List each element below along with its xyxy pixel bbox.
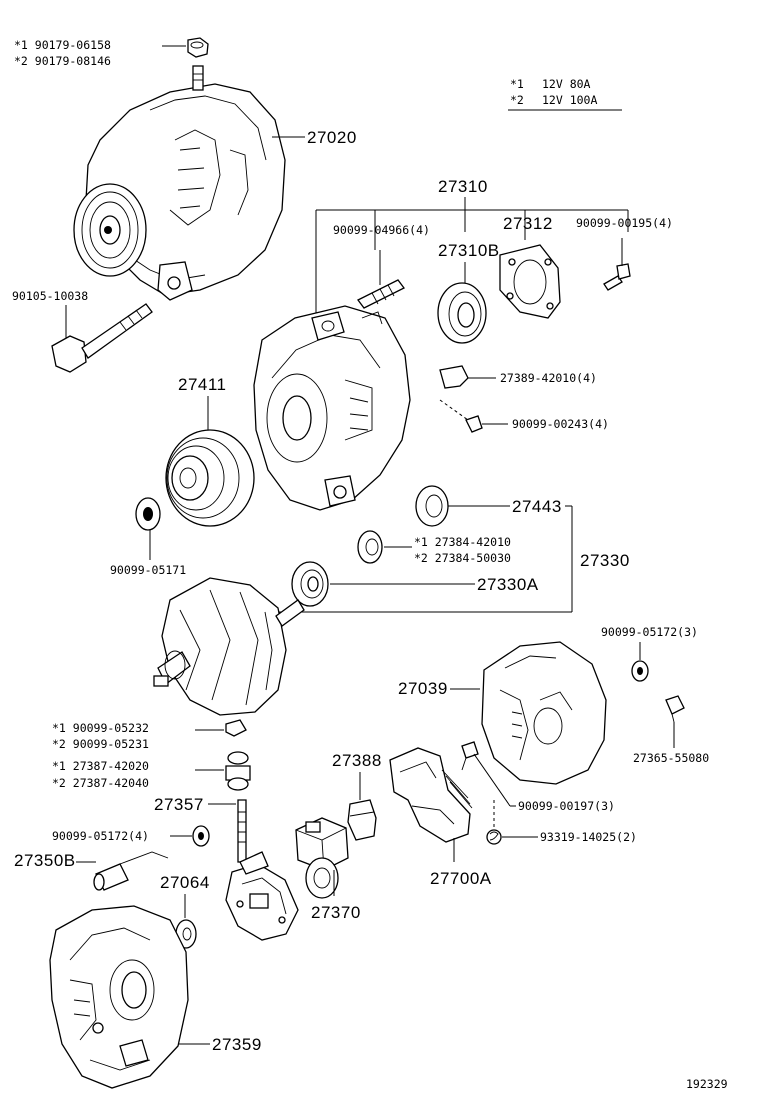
label-90105-10038: 90105-10038	[12, 289, 88, 303]
alternator-assembly-27020[interactable]	[73, 65, 286, 301]
bearing-27310b[interactable]	[437, 282, 487, 344]
label-27443: 27443	[512, 497, 562, 516]
bolt-27357[interactable]	[237, 799, 247, 863]
label-90179-06158: *1 90179-06158	[14, 38, 111, 52]
label-27388: 27388	[332, 751, 382, 770]
label-90099-05172-4: 90099-05172(4)	[52, 829, 149, 843]
label-90099-00197: 90099-00197(3)	[518, 799, 615, 813]
bearing-cover-27443[interactable]	[415, 485, 449, 527]
illustration-code: 192329	[686, 1077, 728, 1091]
legend-item-1-text: 12V 80A	[542, 77, 591, 91]
label-90099-05232: *1 90099-05232	[52, 721, 149, 735]
nut-90099-05232[interactable]	[225, 719, 247, 737]
bearing-27330a[interactable]	[291, 561, 329, 607]
label-27370: 27370	[311, 903, 361, 922]
regulator-27700a[interactable]	[389, 747, 473, 843]
nut-90099-05171[interactable]	[135, 497, 161, 531]
label-27389-42010: 27389-42010(4)	[500, 371, 597, 385]
insulator-27389[interactable]	[439, 365, 469, 389]
rotor-27330[interactable]	[153, 577, 305, 716]
brush-27388[interactable]	[347, 799, 377, 841]
screw-90099-00243[interactable]	[465, 415, 483, 433]
label-90099-00243: 90099-00243(4)	[512, 417, 609, 431]
bearing-retainer-27312[interactable]	[499, 244, 561, 319]
label-90099-00195: 90099-00195(4)	[576, 216, 673, 230]
label-93319-14025: 93319-14025(2)	[540, 830, 637, 844]
label-27384-42010: *1 27384-42010	[414, 535, 511, 549]
nut-90179[interactable]	[187, 37, 209, 58]
washer-93319-14025[interactable]	[486, 829, 502, 845]
pulley-27411[interactable]	[165, 429, 255, 527]
rectifier-holder[interactable]	[225, 851, 299, 941]
label-90099-05172-3: 90099-05172(3)	[601, 625, 698, 639]
rear-end-cover-27039[interactable]	[481, 641, 607, 785]
label-90099-04966: 90099-04966(4)	[333, 223, 430, 237]
label-27020: 27020	[307, 128, 357, 147]
terminal-insulator-27365[interactable]	[665, 695, 685, 723]
label-27330A: 27330A	[477, 575, 539, 594]
label-27700A: 27700A	[430, 869, 492, 888]
terminal-insulator-27387[interactable]	[225, 751, 251, 791]
bolt-90105-10038[interactable]	[51, 303, 153, 373]
label-27365-55080: 27365-55080	[633, 751, 709, 765]
label-27312: 27312	[503, 214, 553, 233]
label-27330: 27330	[580, 551, 630, 570]
rectifier-end-frame-27359[interactable]	[49, 905, 189, 1089]
label-90099-05171: 90099-05171	[110, 563, 186, 577]
legend-item-2-text: 12V 100A	[542, 93, 597, 107]
brush-holder-27370[interactable]	[295, 817, 349, 899]
label-27350B: 27350B	[14, 851, 76, 870]
drive-end-frame-27310[interactable]	[253, 305, 411, 511]
label-27384-50030: *2 27384-50030	[414, 551, 511, 565]
label-27310B: 27310B	[438, 241, 500, 260]
label-27064: 27064	[160, 873, 210, 892]
stud-bolt-90099-04966[interactable]	[357, 279, 405, 309]
capacitor-27350b[interactable]	[93, 851, 169, 891]
label-27387-42040: *2 27387-42040	[52, 776, 149, 790]
label-90179-08146: *2 90179-08146	[14, 54, 111, 68]
label-27310: 27310	[438, 177, 488, 196]
nut-90099-05172-4[interactable]	[192, 825, 210, 847]
legend-item-2: *2	[510, 93, 524, 107]
label-27359: 27359	[212, 1035, 262, 1054]
label-90099-05231: *2 90099-05231	[52, 737, 149, 751]
washer-27384[interactable]	[357, 530, 383, 564]
legend: *1 12V 80A *2 12V 100A	[508, 77, 622, 111]
label-27411: 27411	[178, 375, 227, 394]
screw-90099-00195[interactable]	[603, 263, 631, 291]
nut-90099-05172-3[interactable]	[631, 660, 649, 682]
label-27039: 27039	[398, 679, 448, 698]
legend-item-1: *1	[510, 77, 524, 91]
label-27387-42020: *1 27387-42020	[52, 759, 149, 773]
label-27357: 27357	[154, 795, 204, 814]
